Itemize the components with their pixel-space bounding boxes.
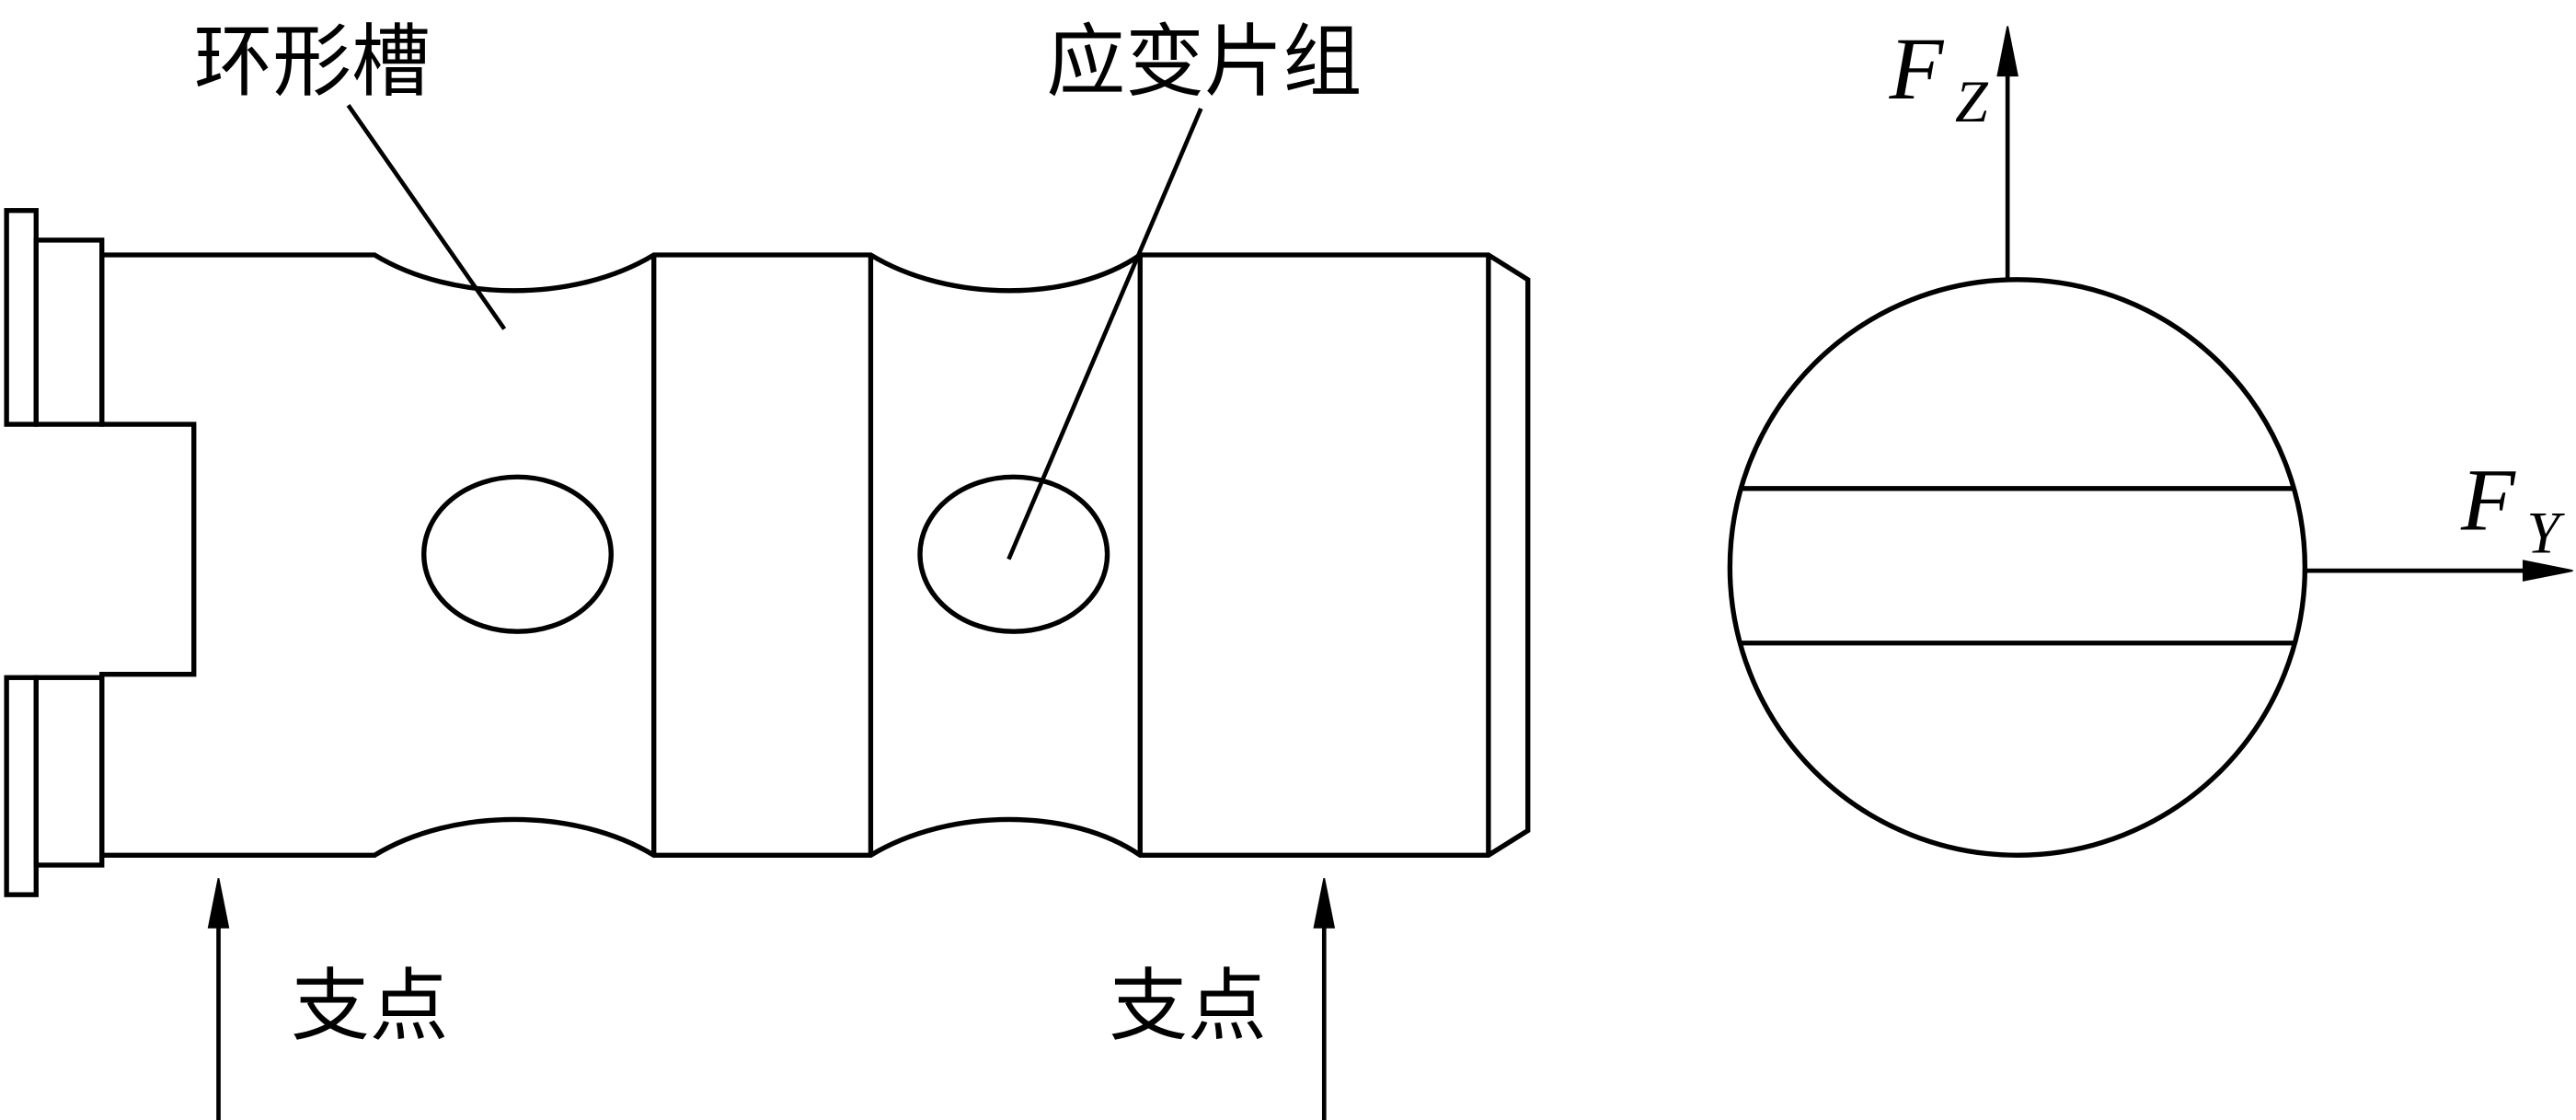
labels: 环形槽 应变片组 支点 支点 F Z F Y (194, 16, 2566, 1052)
ring-groove-label: 环形槽 (194, 16, 431, 108)
left-flange-block-top (33, 237, 105, 427)
fy-symbol: F (2460, 450, 2516, 548)
support-left-label: 支点 (291, 960, 448, 1052)
strain-hole-left (421, 474, 614, 634)
side-view (4, 208, 1531, 897)
strain-hole-right (917, 474, 1110, 634)
shaft-end-circle (1727, 277, 2308, 858)
fy-arrow-head (2522, 560, 2573, 582)
strain-gauge-leader (1006, 108, 1203, 560)
strain-gauge-label: 应变片组 (1047, 16, 1363, 108)
support-arrow-left-head (207, 878, 230, 929)
leader-lines (346, 104, 1203, 560)
fy-subscript: Y (2526, 500, 2565, 565)
support-right-label: 支点 (1109, 960, 1266, 1052)
drawing (4, 26, 2573, 1120)
fz-symbol: F (1889, 19, 1945, 118)
support-arrows (207, 878, 1336, 1120)
end-view (1727, 26, 2573, 858)
fz-subscript: Z (1955, 69, 1989, 134)
support-arrow-right-head (1313, 878, 1336, 929)
left-flange-block-bottom (33, 675, 105, 868)
fz-arrow-head (1996, 26, 2018, 77)
ring-groove-leader (346, 104, 507, 330)
